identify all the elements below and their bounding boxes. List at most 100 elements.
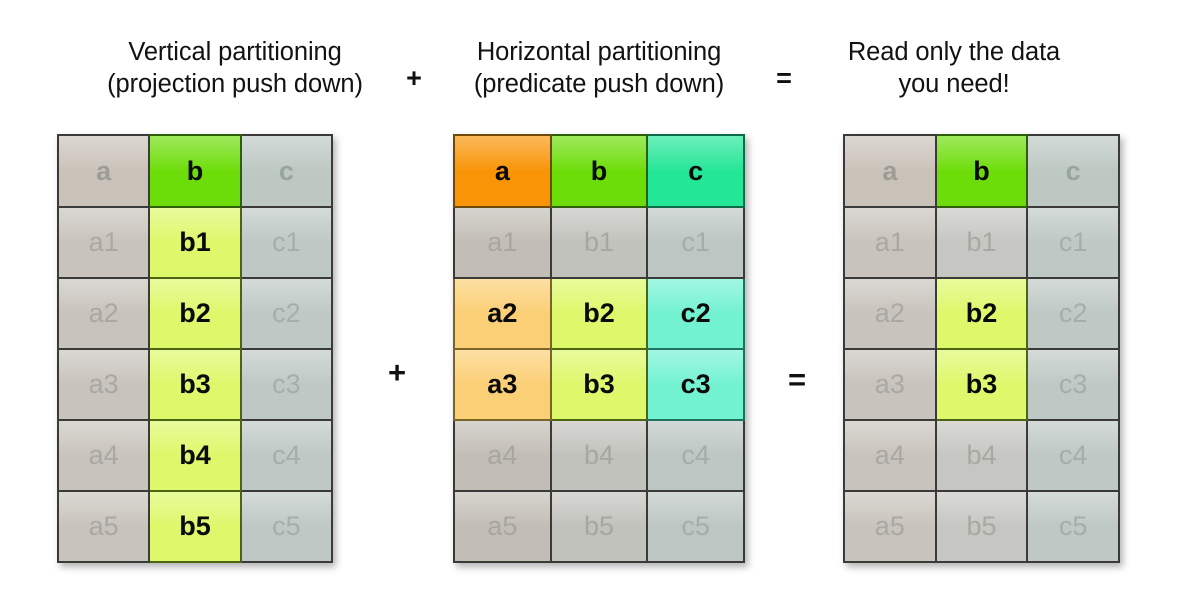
table-cell-a5: a5 [843,490,937,563]
table-cell-a3: a3 [453,348,552,421]
table-cell-label: a1 [874,227,905,257]
column-header-label: b [186,155,204,186]
table-cell-label: b4 [966,440,997,470]
table-cell-b3: b3 [934,348,1029,421]
column-header-label: c [688,155,704,186]
table-row: a2 b2 c2 [453,277,745,350]
table-cell-label: b1 [583,227,614,257]
table-cell-label: c1 [1058,227,1088,257]
table-cell-label: b4 [179,440,211,470]
table-cell-label: a5 [874,511,905,541]
table-cell-b4: b4 [148,419,242,492]
table-cell-a1: a1 [843,206,937,279]
table-row: a1 b1 c1 [843,206,1120,279]
table-cell-label: a1 [88,227,119,257]
table-cell-label: b3 [965,369,998,399]
table-cell-label: c4 [272,440,301,470]
table-cell-label: b3 [179,369,211,399]
column-header-c: c [646,134,745,208]
table-cell-label: b3 [583,369,615,399]
table-cell-label: c4 [681,440,710,470]
table-cell-a3: a3 [843,348,937,421]
table-row: a5 b5 c5 [453,490,745,563]
table-cell-label: c5 [681,511,710,541]
column-header-c: c [1026,134,1120,208]
table-cell-label: c1 [681,227,710,257]
table-cell-label: c5 [1058,511,1088,541]
table-cell-label: a2 [88,298,119,328]
caption-result: Read only the data you need! [847,38,1061,99]
table-cell-label: b4 [583,440,614,470]
table-cell-c2: c2 [1026,277,1120,350]
table-cell-a3: a3 [56,348,151,421]
column-header-a: a [56,134,151,208]
table-cell-a5: a5 [453,490,552,563]
table-cell-a1: a1 [453,206,552,279]
column-header-a: a [453,134,552,208]
table-cell-b2: b2 [549,277,649,350]
table-cell-label: a2 [487,298,518,328]
table-cell-c1: c1 [1026,206,1120,279]
table-cell-b5: b5 [148,490,242,563]
table-cell-b4: b4 [549,419,649,492]
table-cell-label: b2 [965,298,998,328]
table-cell-label: c2 [272,298,301,328]
table-cell-b1: b1 [148,206,242,279]
column-header-label: a [96,155,112,186]
table-row: a1 b1 c1 [453,206,745,279]
table-cell-label: b2 [583,298,615,328]
table-row: a4 b4 c4 [843,419,1120,492]
column-header-b: b [549,134,649,208]
table-cell-c1: c1 [239,206,334,279]
table-cell-label: c3 [1058,369,1088,399]
table-cell-a4: a4 [56,419,151,492]
table-cell-label: c4 [1058,440,1088,470]
table-cell-c3: c3 [1026,348,1120,421]
table-cell-c1: c1 [646,206,745,279]
table-cell-b3: b3 [549,348,649,421]
table-row: a5 b5 c5 [843,490,1120,563]
table-cell-label: b5 [583,511,614,541]
table-cell-b5: b5 [549,490,649,563]
headings-row: Vertical partitioning (projection push d… [0,36,1180,114]
table-cell-label: c2 [1058,298,1088,328]
table-row: a3 b3 c3 [843,348,1120,421]
table-cell-c4: c4 [1026,419,1120,492]
table-row: a4 b4 c4 [453,419,745,492]
table-cell-a2: a2 [453,277,552,350]
column-header-label: b [973,155,990,186]
table-cell-b5: b5 [934,490,1029,563]
column-header-label: c [1065,155,1081,186]
table-cell-b1: b1 [934,206,1029,279]
table-body: a b c a1 b1 c1 a2 b2 c2 a3 b3 c3 a4 b4 c4 a5 b5 c5 [843,134,1120,563]
table-cell-label: b1 [179,227,211,257]
table-cell-c5: c5 [646,490,745,563]
column-header-a: a [843,134,937,208]
table-cell-c5: c5 [239,490,334,563]
table-cell-b3: b3 [148,348,242,421]
table-cell-label: a4 [487,440,518,470]
table-cell-a5: a5 [56,490,151,563]
table-cell-label: b1 [966,227,997,257]
table-cell-c4: c4 [646,419,745,492]
table-cell-label: a5 [487,511,518,541]
table-cell-c2: c2 [239,277,334,350]
table-header-row: a b c [843,134,1120,208]
table-cell-label: a2 [874,298,905,328]
table-cell-c3: c3 [646,348,745,421]
table-cell-label: a4 [874,440,905,470]
table-row: a3 b3 c3 [453,348,745,421]
table-row: a4 b4 c4 [56,419,334,492]
table-row: a1 b1 c1 [56,206,334,279]
table-cell-label: c5 [272,511,301,541]
table-cell-label: b2 [179,298,211,328]
caption-vertical-partitioning: Vertical partitioning (projection push d… [107,38,363,99]
table-cell-label: c2 [680,298,711,328]
operator-plus-symbol: + [387,355,407,390]
